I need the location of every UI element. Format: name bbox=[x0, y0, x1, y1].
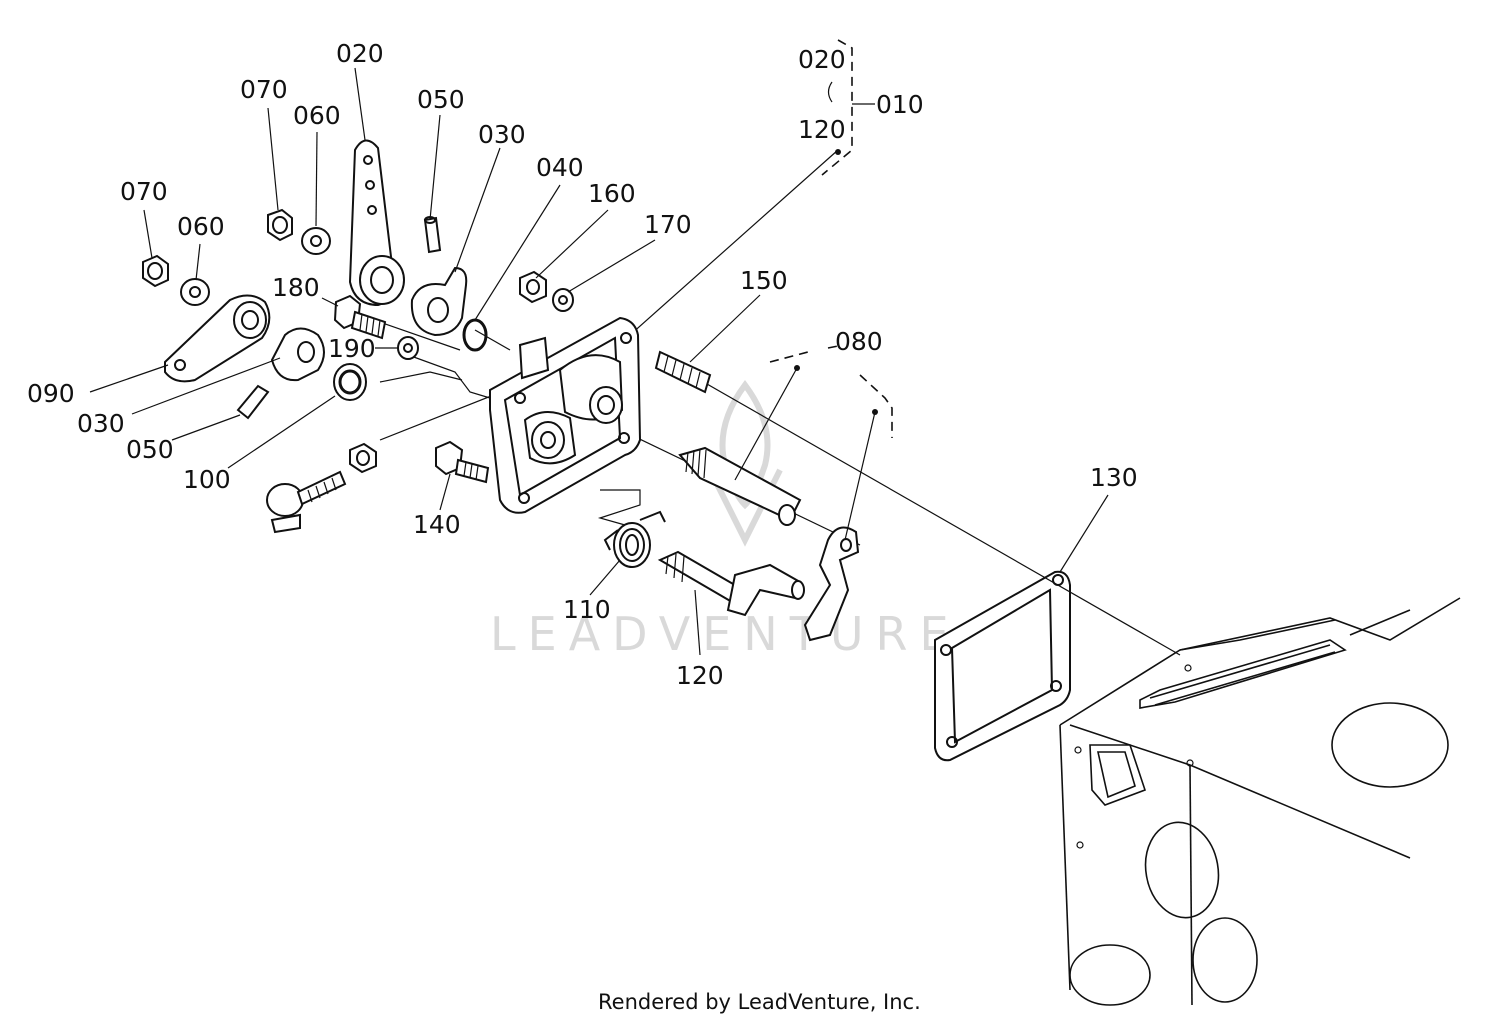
label-170: 170 bbox=[644, 210, 692, 239]
label-160: 160 bbox=[588, 179, 636, 208]
nut-screw bbox=[349, 442, 377, 474]
label-060-lower: 060 bbox=[177, 212, 225, 241]
label-150: 150 bbox=[740, 266, 788, 295]
label-080: 080 bbox=[835, 327, 883, 356]
label-090: 090 bbox=[27, 379, 75, 408]
washer-190 bbox=[397, 336, 419, 360]
washer-170 bbox=[552, 288, 574, 312]
label-130: 130 bbox=[1090, 463, 1138, 492]
governor-shaft-080 bbox=[678, 446, 802, 526]
adjust-screw bbox=[266, 470, 347, 534]
pin-050-lower bbox=[236, 384, 270, 420]
stud-150 bbox=[654, 350, 712, 394]
label-050-lower: 050 bbox=[126, 435, 174, 464]
label-020-group: 020 bbox=[798, 45, 846, 74]
label-070-top: 070 bbox=[240, 75, 288, 104]
watermark: LEADVENTURE bbox=[490, 607, 961, 661]
shaft-120 bbox=[657, 550, 805, 617]
oil-seal-100 bbox=[333, 363, 367, 401]
group-bracket-010 bbox=[821, 39, 875, 176]
label-030-lower: 030 bbox=[77, 409, 125, 438]
governor-lever-020 bbox=[348, 139, 405, 307]
label-020: 020 bbox=[336, 39, 384, 68]
label-060-top: 060 bbox=[293, 101, 341, 130]
label-010: 010 bbox=[876, 90, 924, 119]
label-180: 180 bbox=[272, 273, 320, 302]
label-110: 110 bbox=[563, 595, 611, 624]
lever-030-lower bbox=[270, 327, 325, 382]
nut-070-lower bbox=[142, 254, 169, 288]
spring-110 bbox=[603, 510, 666, 568]
label-140: 140 bbox=[413, 510, 461, 539]
label-100: 100 bbox=[183, 465, 231, 494]
label-120-group: 120 bbox=[798, 115, 846, 144]
governor-cover bbox=[489, 316, 642, 514]
group-bracket-080 bbox=[734, 345, 893, 541]
label-120: 120 bbox=[676, 661, 724, 690]
footer-credit: Rendered by LeadVenture, Inc. bbox=[598, 990, 921, 1014]
washer-060-lower bbox=[180, 278, 210, 306]
nut-070-top bbox=[267, 208, 293, 242]
nut-160 bbox=[519, 270, 547, 304]
washer-060-top bbox=[301, 227, 331, 255]
bolt-180 bbox=[333, 294, 387, 340]
label-040: 040 bbox=[536, 153, 584, 182]
label-070-lower: 070 bbox=[120, 177, 168, 206]
bolt-140 bbox=[435, 440, 490, 484]
leader-lines bbox=[89, 67, 1109, 656]
callout-labels: 020 070 060 050 030 040 160 170 020 010 … bbox=[27, 39, 1138, 690]
label-050-top: 050 bbox=[417, 85, 465, 114]
lever-090 bbox=[164, 294, 271, 383]
label-030-top: 030 bbox=[478, 120, 526, 149]
pin-050-top bbox=[423, 216, 442, 254]
lever-030-top bbox=[410, 266, 468, 337]
fork-lever-080 bbox=[803, 526, 860, 642]
engine-block bbox=[1059, 597, 1461, 1006]
label-190: 190 bbox=[328, 334, 376, 363]
gasket-130 bbox=[934, 570, 1071, 762]
